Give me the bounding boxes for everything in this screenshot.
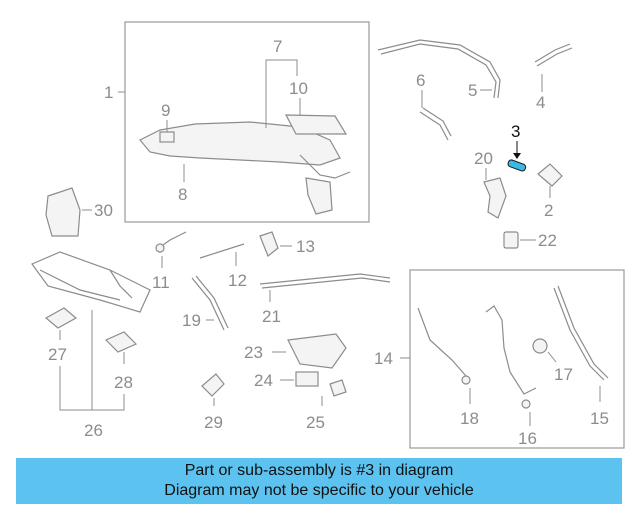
callout-1[interactable]: 1 bbox=[104, 83, 113, 102]
callout-10[interactable]: 10 bbox=[289, 79, 308, 98]
top-mechanism[interactable] bbox=[305, 177, 333, 215]
bracket-part-9[interactable] bbox=[159, 131, 175, 143]
callout-2[interactable]: 2 bbox=[544, 201, 553, 220]
cable-part-18[interactable] bbox=[417, 307, 467, 377]
part-24[interactable] bbox=[295, 371, 319, 387]
part-12[interactable] bbox=[199, 243, 245, 259]
info-banner: Part or sub-assembly is #3 in diagram Di… bbox=[16, 458, 622, 504]
part-22[interactable] bbox=[503, 231, 519, 249]
callout-7[interactable]: 7 bbox=[273, 37, 282, 56]
assembly-box-1 bbox=[124, 21, 370, 223]
callout-22[interactable]: 22 bbox=[538, 231, 557, 250]
part-29[interactable] bbox=[201, 373, 225, 397]
rollbar-part[interactable] bbox=[31, 251, 151, 313]
callout-3[interactable]: 3 bbox=[511, 122, 520, 141]
banner-line-2: Diagram may not be specific to your vehi… bbox=[164, 482, 474, 499]
part-13[interactable] bbox=[259, 231, 279, 257]
callout-13[interactable]: 13 bbox=[296, 237, 315, 256]
callout-11[interactable]: 11 bbox=[152, 273, 170, 292]
callout-23[interactable]: 23 bbox=[244, 343, 263, 362]
callout-16[interactable]: 16 bbox=[518, 429, 537, 448]
part-20[interactable] bbox=[483, 177, 507, 219]
callout-30[interactable]: 30 bbox=[94, 201, 113, 220]
callout-9[interactable]: 9 bbox=[161, 101, 170, 120]
callout-28[interactable]: 28 bbox=[114, 373, 133, 392]
weatherstrip-part-5[interactable] bbox=[377, 39, 501, 99]
seal-part-15[interactable] bbox=[553, 287, 605, 381]
callout-17[interactable]: 17 bbox=[554, 365, 573, 384]
banner-line-1: Part or sub-assembly is #3 in diagram bbox=[184, 462, 454, 479]
callout-6[interactable]: 6 bbox=[416, 71, 425, 90]
callout-20[interactable]: 20 bbox=[474, 149, 493, 168]
part-30[interactable] bbox=[45, 187, 81, 237]
callout-8[interactable]: 8 bbox=[178, 185, 187, 204]
part-27[interactable] bbox=[44, 307, 78, 329]
part-17[interactable] bbox=[532, 338, 548, 354]
part-21[interactable] bbox=[259, 273, 391, 285]
part-19[interactable] bbox=[191, 277, 225, 331]
callout-4[interactable]: 4 bbox=[536, 93, 545, 112]
seal-part-4[interactable] bbox=[534, 43, 571, 63]
callout-12[interactable]: 12 bbox=[228, 271, 247, 290]
callout-15[interactable]: 15 bbox=[590, 409, 609, 428]
callout-19[interactable]: 19 bbox=[182, 311, 201, 330]
callout-29[interactable]: 29 bbox=[204, 413, 223, 432]
callout-14[interactable]: 14 bbox=[374, 349, 393, 368]
seal-part-6[interactable] bbox=[419, 111, 449, 141]
callout-18[interactable]: 18 bbox=[460, 409, 479, 428]
part-23[interactable] bbox=[287, 333, 347, 369]
highlighted-part-3[interactable] bbox=[507, 159, 527, 172]
part-2[interactable] bbox=[537, 163, 563, 187]
callout-21[interactable]: 21 bbox=[262, 307, 281, 326]
part-28[interactable] bbox=[104, 331, 138, 353]
rear-window-part[interactable] bbox=[284, 114, 348, 135]
soft-top-part[interactable] bbox=[139, 121, 341, 166]
callout-26[interactable]: 26 bbox=[84, 421, 103, 440]
assembly-box-14 bbox=[409, 269, 625, 449]
cable-part-16[interactable] bbox=[485, 305, 537, 395]
callout-24[interactable]: 24 bbox=[254, 371, 273, 390]
callout-5[interactable]: 5 bbox=[468, 81, 477, 100]
callout-25[interactable]: 25 bbox=[306, 413, 325, 432]
part-25[interactable] bbox=[329, 379, 347, 397]
parts-diagram: 1 7 10 9 8 30 6 5 4 3 20 2 22 11 12 bbox=[31, 21, 625, 449]
callout-27[interactable]: 27 bbox=[48, 345, 67, 364]
